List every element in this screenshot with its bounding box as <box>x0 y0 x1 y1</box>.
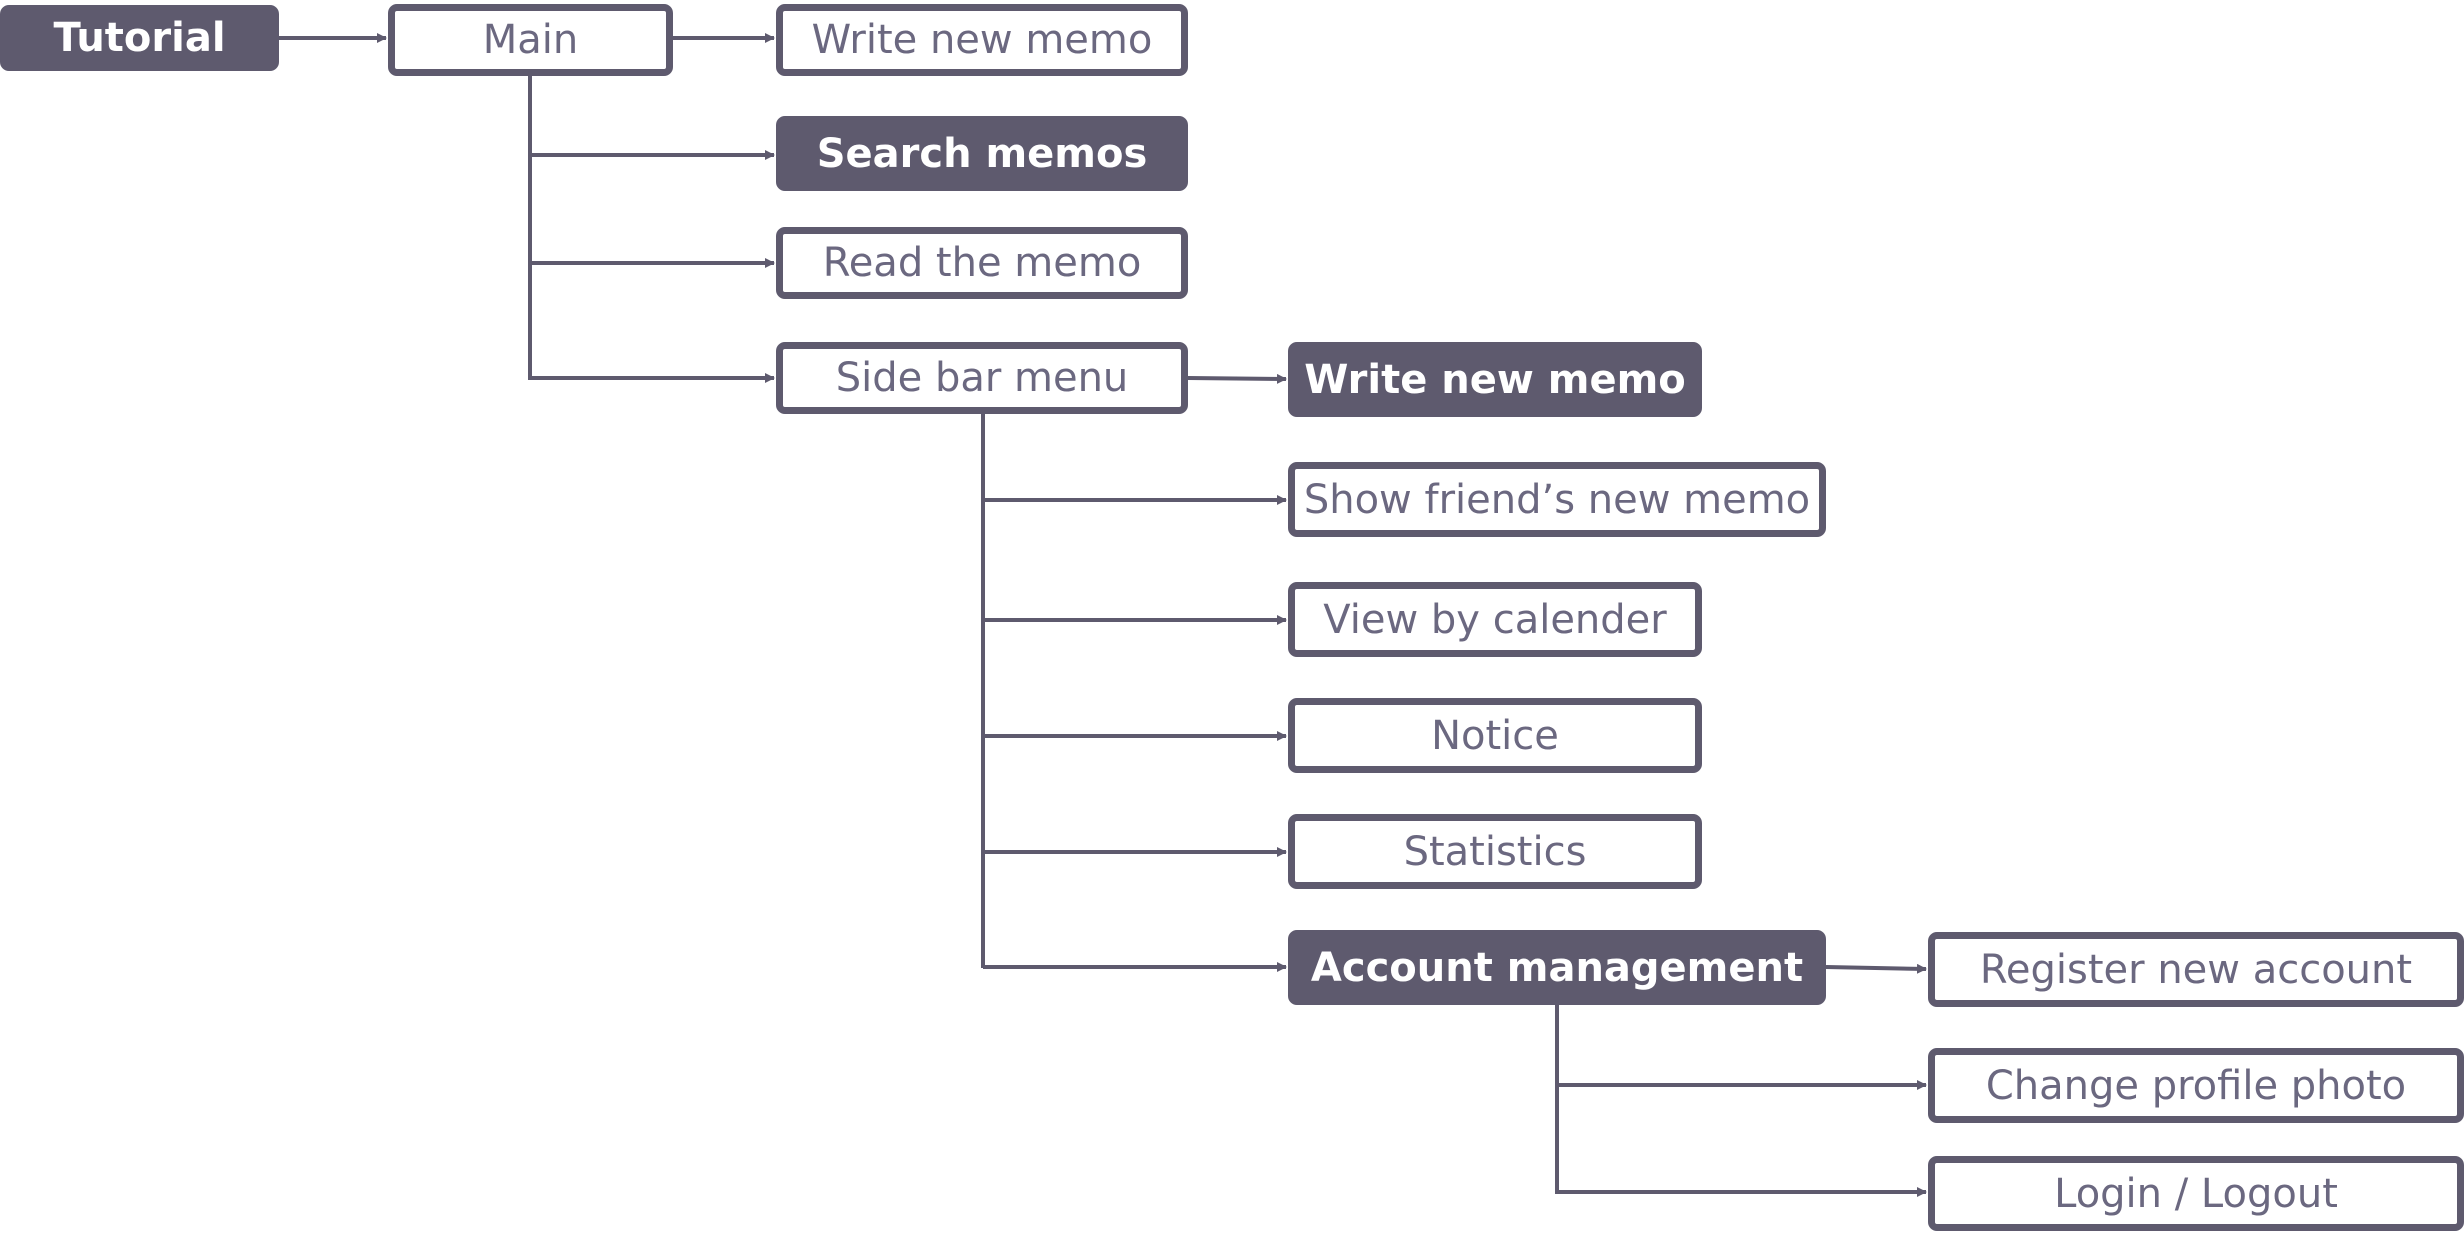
arrow-sidebar-write-new-memo <box>1187 373 1287 384</box>
node-side-bar-menu: Side bar menu <box>776 342 1188 414</box>
node-notice: Notice <box>1288 698 1702 773</box>
node-tutorial: Tutorial <box>0 5 279 71</box>
node-show-friends-new-memo: Show friend’s new memo <box>1288 462 1826 537</box>
node-statistics: Statistics <box>1288 814 1702 889</box>
node-view-by-calender: View by calender <box>1288 582 1702 657</box>
node-register-new-account: Register new account <box>1928 932 2464 1007</box>
arrow-account-register-new-account <box>1825 963 1927 974</box>
node-read-the-memo: Read the memo <box>776 227 1188 299</box>
node-change-profile-photo: Change profile photo <box>1928 1048 2464 1123</box>
node-write-new-memo-main: Write new memo <box>776 4 1188 76</box>
node-search-memos: Search memos <box>776 116 1188 191</box>
node-account-management: Account management <box>1288 930 1826 1005</box>
node-main: Main <box>388 4 673 76</box>
node-write-new-memo-sidebar: Write new memo <box>1288 342 1702 417</box>
node-login-logout: Login / Logout <box>1928 1156 2464 1231</box>
